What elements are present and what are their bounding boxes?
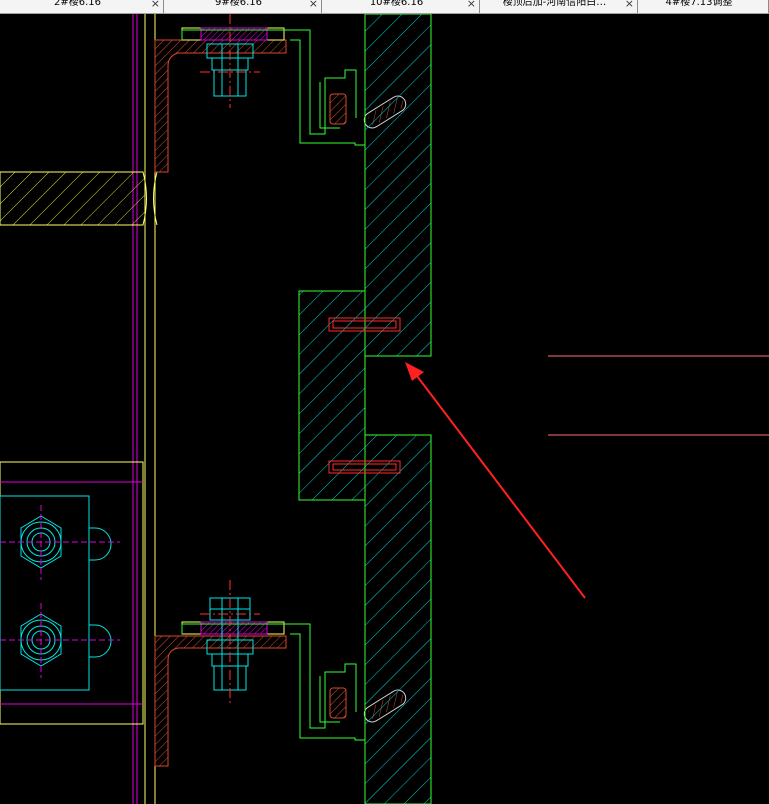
drawing-tab-9[interactable]: 9#楼6.16 ×: [164, 0, 322, 13]
close-icon[interactable]: ×: [466, 0, 476, 10]
close-icon[interactable]: ×: [308, 0, 318, 10]
floor-slab: [0, 171, 158, 226]
annotation-arrow-icon: [405, 362, 586, 599]
close-icon[interactable]: ×: [624, 0, 634, 10]
tab-label: 4#楼7.13调整: [665, 0, 733, 8]
tab-label: 2#楼6.16: [53, 0, 101, 8]
stone-pins: [328, 317, 401, 474]
anchor-bolt-lower: [0, 603, 120, 678]
embedded-plate-detail: [0, 461, 144, 725]
drawing-tab-4[interactable]: 4#楼7.13调整: [638, 0, 769, 13]
tab-label: 9#楼6.16: [214, 0, 262, 8]
cad-drawing-canvas[interactable]: [0, 14, 769, 804]
stone-backing-block: [298, 290, 366, 501]
bolt-icon: [200, 580, 260, 704]
anchor-bolt-upper: [0, 505, 120, 580]
stone-panel-lower: [364, 434, 432, 804]
bolt-icon: [200, 14, 260, 108]
column-lines: [132, 14, 156, 804]
lower-steel-angle: [154, 580, 311, 767]
reference-lines: [548, 355, 769, 436]
drawing-tab-2[interactable]: 2#楼6.16 ×: [0, 0, 164, 13]
close-icon[interactable]: ×: [150, 0, 160, 10]
drawing-tab-10[interactable]: 10#楼6.16 ×: [322, 0, 480, 13]
upper-steel-angle: [154, 14, 311, 173]
drawing-tab-bar: 2#楼6.16 × 9#楼6.16 × 10#楼6.16 × 楼顶后加-河南信阳…: [0, 0, 769, 14]
tab-label: 10#楼6.16: [369, 0, 424, 8]
stone-panel-upper: [364, 14, 432, 357]
drawing-tab-rooftop[interactable]: 楼顶后加-河南信阳白… ×: [480, 0, 638, 13]
tab-label: 楼顶后加-河南信阳白…: [502, 0, 607, 8]
